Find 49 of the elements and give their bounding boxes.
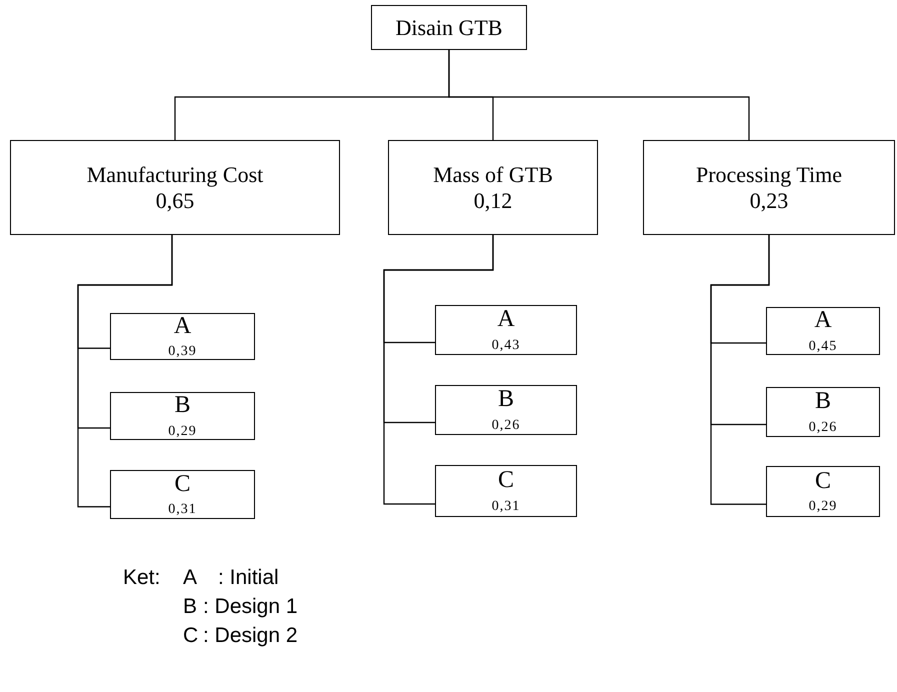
criterion-box xyxy=(643,140,895,235)
alternative-label: A xyxy=(497,306,515,334)
alternative-label: C xyxy=(814,468,831,496)
alternative-box xyxy=(766,387,880,437)
alternative-box xyxy=(435,385,577,435)
criterion-label: Manufacturing Cost xyxy=(86,162,264,188)
alternative-box xyxy=(110,313,255,360)
weight-value: 0,31 xyxy=(168,502,197,518)
alternative-label: B xyxy=(498,386,514,414)
alternative-box xyxy=(766,466,880,517)
weight-value: 0,26 xyxy=(492,418,520,434)
alternative-label: A xyxy=(174,312,192,340)
connector-line xyxy=(448,50,750,140)
alternative-label: C xyxy=(174,470,190,498)
criterion-label: Disain GTB xyxy=(396,14,502,40)
legend-title: Ket: xyxy=(123,566,160,590)
legend-text: : Design 2 xyxy=(203,624,298,648)
connector-line xyxy=(383,235,494,505)
weight-value: 0,26 xyxy=(808,420,838,436)
criterion-box xyxy=(10,140,340,235)
criterion-box xyxy=(388,140,598,235)
alternative-label: A xyxy=(814,307,832,335)
alternative-box xyxy=(110,470,255,519)
alternative-box xyxy=(766,307,880,355)
weight-value: 0,31 xyxy=(492,498,520,515)
legend-text: : Design 1 xyxy=(203,595,298,619)
weight-value: 0,29 xyxy=(808,499,838,516)
criterion-label: Mass of GTB xyxy=(433,162,553,188)
legend-key: B xyxy=(183,595,198,619)
weight-value: 0,45 xyxy=(808,338,838,355)
connector-line xyxy=(77,235,173,508)
weight-value: 0,39 xyxy=(168,344,197,360)
alternative-box xyxy=(435,305,577,355)
alternative-label: B xyxy=(814,388,831,416)
weight-value: 0,65 xyxy=(156,188,194,213)
alternative-box xyxy=(110,392,255,440)
weight-value: 0,12 xyxy=(474,188,512,213)
connector-line xyxy=(710,235,770,505)
criterion-label: Processing Time xyxy=(696,162,842,188)
weight-value: 0,43 xyxy=(492,338,520,354)
alternative-box xyxy=(435,465,577,517)
alternative-label: C xyxy=(498,467,514,495)
weight-value: 0,23 xyxy=(750,188,788,213)
legend-key: C xyxy=(183,624,198,648)
legend-key: A xyxy=(183,566,198,590)
criterion-box xyxy=(371,5,527,50)
weight-value: 0,29 xyxy=(168,424,197,440)
legend-text: : Initial xyxy=(218,566,279,590)
alternative-label: B xyxy=(174,392,190,420)
